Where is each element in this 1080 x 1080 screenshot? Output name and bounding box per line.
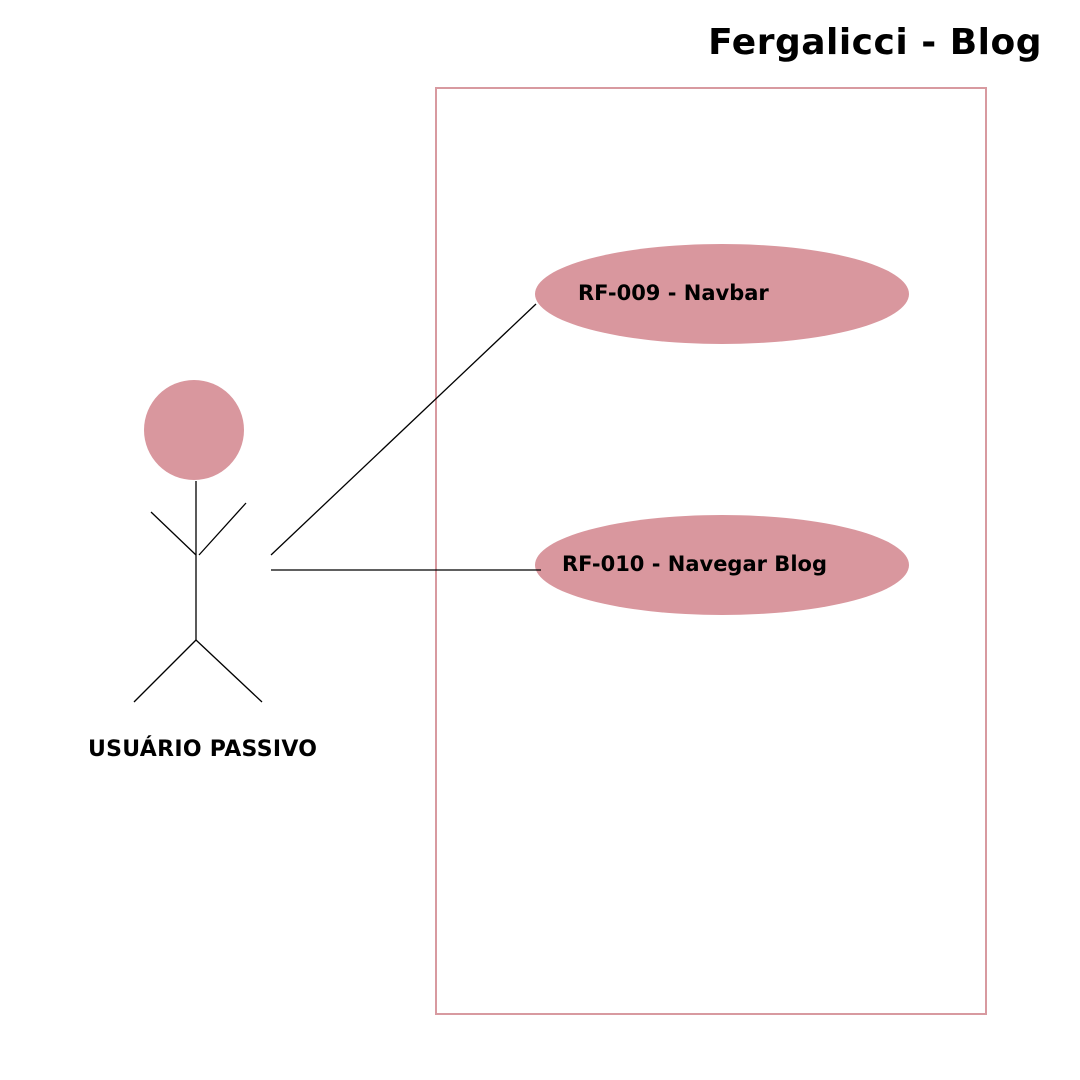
actor-right-leg: [195, 639, 263, 703]
actor-left-arm: [150, 511, 197, 556]
usecase-navbar-label: RF-009 - Navbar: [578, 281, 769, 305]
actor-figure[interactable]: [133, 380, 263, 703]
actor-label: USUÁRIO PASSIVO: [88, 737, 318, 762]
actor-left-leg: [133, 639, 197, 703]
actor-right-arm: [198, 502, 247, 556]
usecase-navegar-blog-label: RF-010 - Navegar Blog: [562, 552, 827, 576]
association-navbar: [270, 303, 537, 556]
diagram-title: Fergalicci - Blog: [708, 22, 1042, 63]
actor-head: [144, 380, 244, 480]
usecase-navegar-blog-ellipse[interactable]: [535, 515, 909, 615]
usecase-navbar-ellipse[interactable]: [535, 244, 909, 344]
system-boundary: [435, 87, 987, 1015]
